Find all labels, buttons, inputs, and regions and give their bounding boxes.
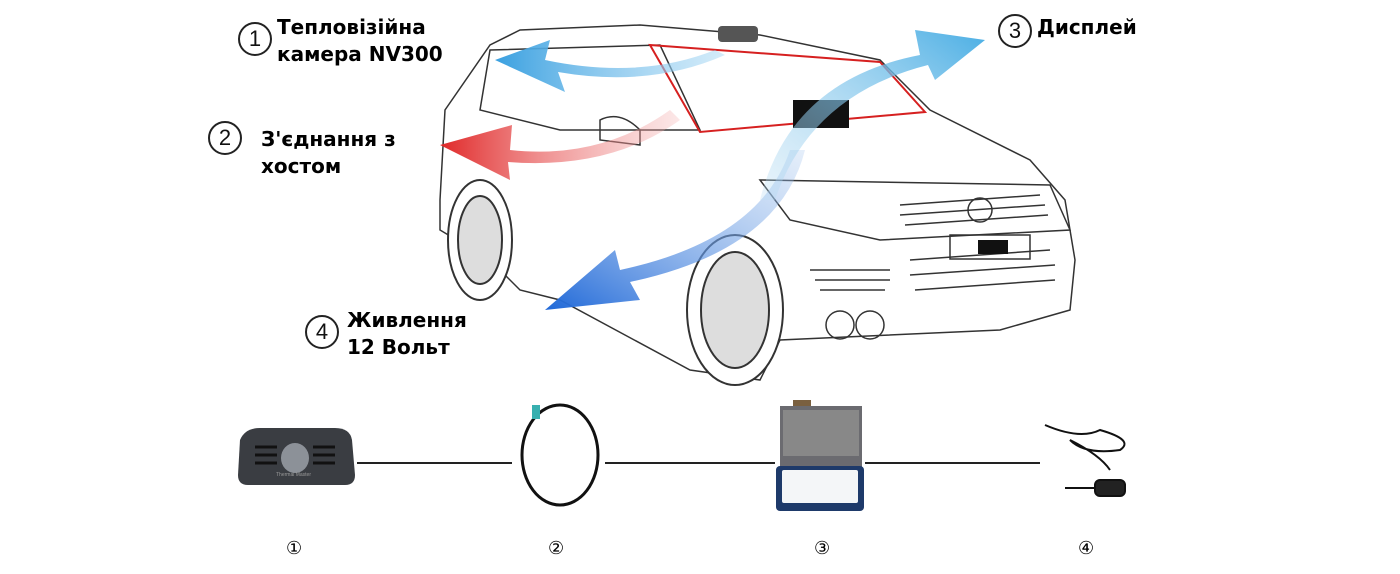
label-line: камера NV300	[277, 42, 443, 66]
thermal-camera-device	[238, 428, 355, 485]
callout-label-power: Живлення 12 Вольт	[347, 307, 467, 361]
power-cable-device	[1044, 424, 1126, 497]
label-line: Живлення	[347, 308, 467, 332]
device-number-3: ③	[814, 538, 831, 558]
cable-device	[520, 403, 600, 507]
arrow-display	[760, 30, 985, 200]
callout-label-camera: Тепловізійна камера NV300	[277, 14, 443, 68]
display-device	[776, 400, 864, 511]
label-line: хостом	[261, 154, 342, 178]
label-line: Тепловізійна	[277, 15, 426, 39]
callout-label-host: З'єднання з хостом	[261, 126, 396, 180]
connector-line	[357, 462, 512, 464]
arrow-power	[545, 150, 805, 310]
wheels	[447, 179, 784, 386]
device-brand-text: Thermal Master	[276, 472, 312, 478]
callout-number-4: 4	[305, 315, 339, 349]
callout-number-2: 2	[208, 121, 242, 155]
label-line: З'єднання з	[261, 127, 396, 151]
car-outline	[439, 24, 1076, 381]
label-line: 12 Вольт	[347, 335, 450, 359]
camera-on-roof	[718, 26, 758, 42]
arrow-host	[440, 110, 680, 180]
callout-number-1: 1	[238, 22, 272, 56]
device-number-2: ②	[548, 538, 565, 558]
connector-line	[865, 462, 1040, 464]
arrow-camera	[495, 40, 725, 92]
callout-number-3: 3	[998, 14, 1032, 48]
callout-label-display: Дисплей	[1037, 15, 1137, 39]
device-number-4: ④	[1078, 538, 1095, 558]
device-number-1: ①	[286, 538, 303, 558]
connector-line	[605, 462, 775, 464]
